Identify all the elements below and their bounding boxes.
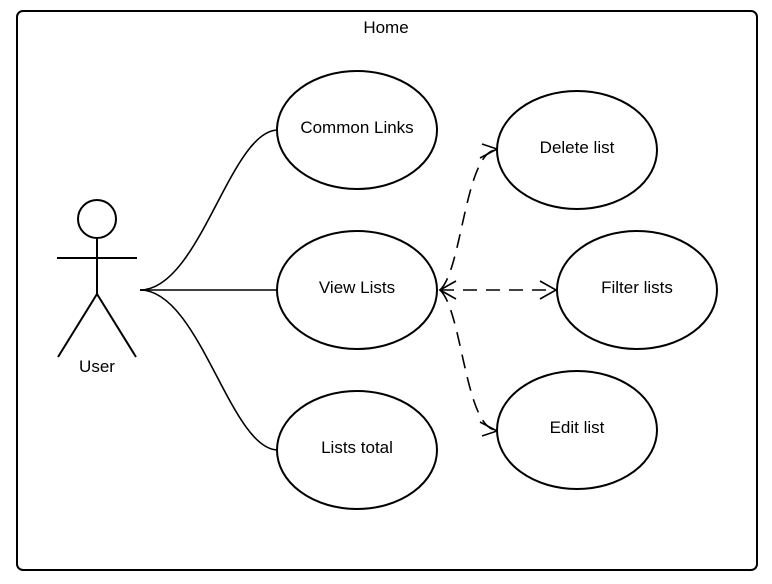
use-case-filter-lists: Filter lists — [556, 230, 718, 350]
dependency-edit-list — [439, 289, 496, 431]
association-lists-total — [139, 289, 279, 451]
use-case-edit-list-label: Edit list — [550, 418, 605, 437]
use-case-view-lists: View Lists — [276, 230, 438, 350]
actor-label: User — [79, 357, 115, 376]
use-case-edit-list: Edit list — [496, 370, 658, 490]
use-case-delete-list: Delete list — [496, 90, 658, 210]
use-case-view-lists-label: View Lists — [319, 278, 395, 297]
actor-left-leg — [57, 293, 98, 358]
use-case-lists-total: Lists total — [276, 390, 438, 510]
actor-right-leg — [96, 293, 137, 358]
use-case-filter-lists-label: Filter lists — [601, 278, 673, 297]
actor-user: User — [57, 199, 137, 376]
association-common-links — [139, 129, 279, 291]
use-case-common-links-label: Common Links — [300, 118, 413, 137]
use-case-delete-list-label: Delete list — [540, 138, 615, 157]
use-case-common-links: Common Links — [276, 70, 438, 190]
dependency-delete-list — [439, 149, 496, 291]
use-case-lists-total-label: Lists total — [321, 438, 393, 457]
system-title: Home — [363, 18, 408, 37]
